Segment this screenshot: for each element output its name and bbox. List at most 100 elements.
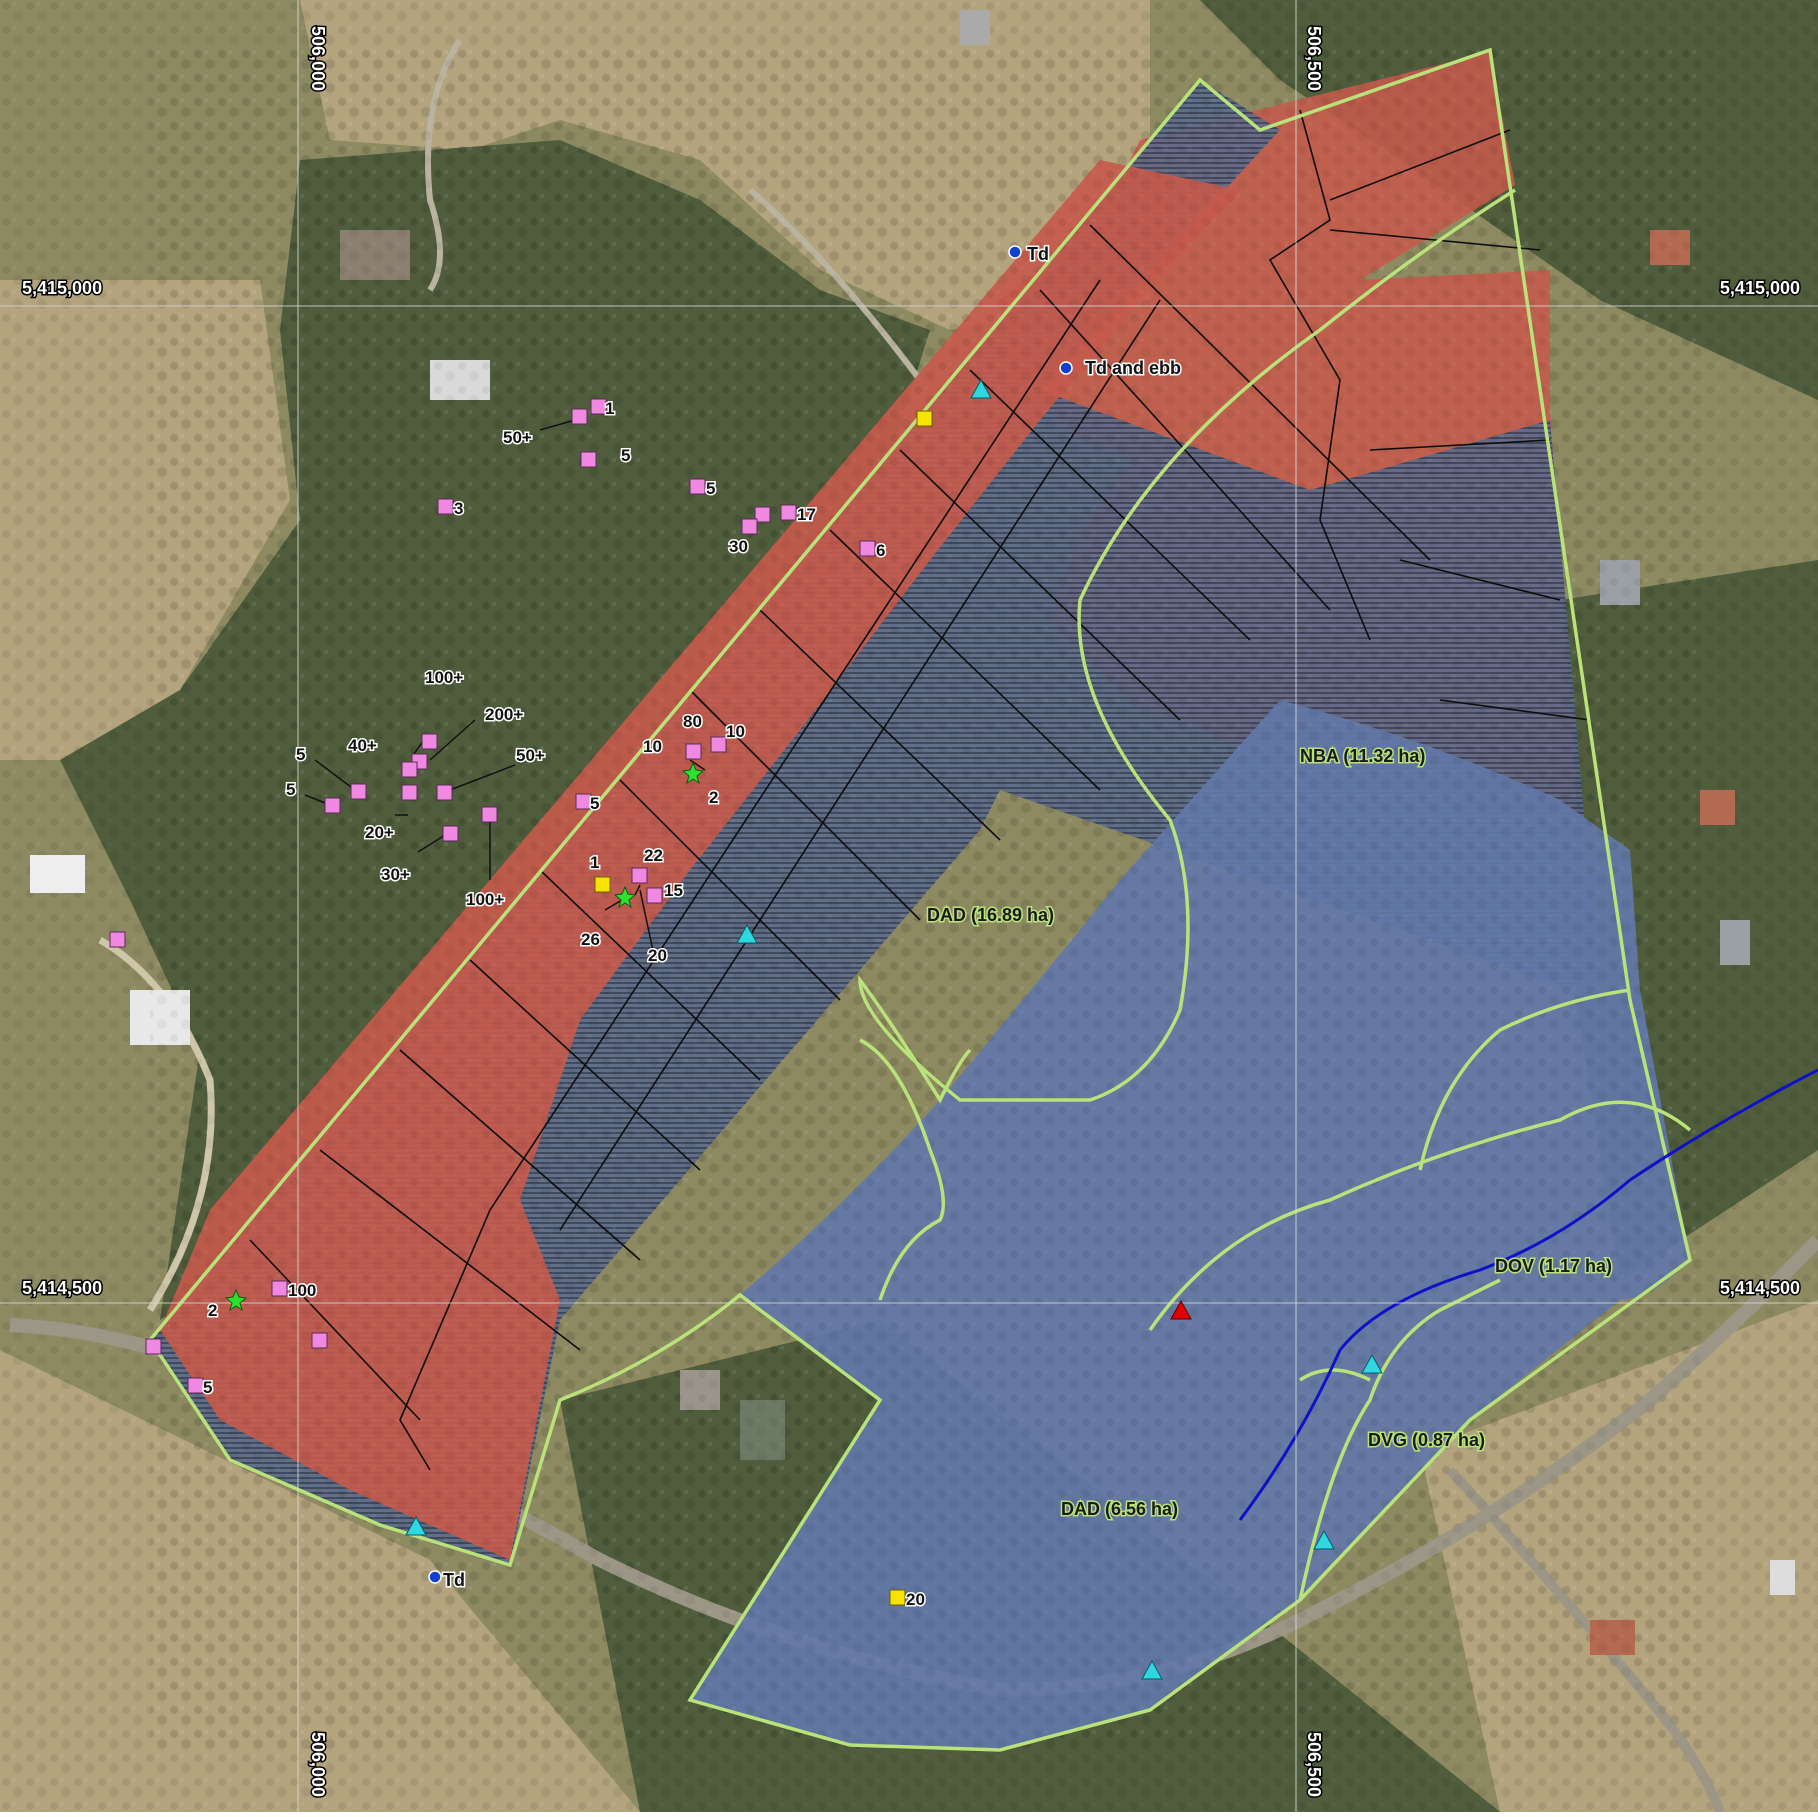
pink-marker[interactable] — [646, 887, 663, 904]
count-label: 5 — [203, 1378, 212, 1397]
pink-marker[interactable] — [271, 1280, 288, 1297]
count-label: 100+ — [466, 890, 504, 909]
zone-texture — [150, 50, 1700, 1750]
count-label: 20+ — [365, 823, 394, 842]
pink-marker[interactable] — [575, 793, 592, 810]
cyan-triangle[interactable] — [1141, 1659, 1163, 1680]
vegetation-unit-label: DAD (6.56 ha) — [1061, 1499, 1178, 1519]
northing-label-lower-right: 5,414,500 — [1720, 1278, 1800, 1298]
blue-dot[interactable] — [428, 1570, 442, 1584]
easting-label-top-right: 506,500 — [1304, 26, 1324, 91]
pink-marker[interactable] — [324, 797, 341, 814]
green-star[interactable] — [613, 885, 637, 909]
count-label: 40+ — [348, 736, 377, 755]
easting-label-bottom-right: 506,500 — [1304, 1732, 1324, 1797]
pink-marker[interactable] — [442, 825, 459, 842]
count-label: 80 — [683, 712, 702, 731]
cyan-triangle[interactable] — [1361, 1353, 1383, 1374]
count-label: 1 — [590, 853, 599, 872]
pink-marker[interactable] — [401, 784, 418, 801]
blue-dots[interactable] — [428, 245, 1073, 1584]
red-triangle[interactable] — [1170, 1299, 1192, 1320]
count-label: 5 — [286, 780, 295, 799]
count-label: 5 — [621, 446, 630, 465]
cyan-triangle[interactable] — [736, 923, 758, 944]
pink-marker[interactable] — [481, 806, 498, 823]
count-label: 20 — [906, 1590, 925, 1609]
count-label: 100 — [288, 1281, 316, 1300]
count-label: 200+ — [485, 705, 523, 724]
green-stars[interactable] — [224, 761, 705, 1312]
building-top — [960, 10, 990, 45]
blue-dot[interactable] — [1059, 361, 1073, 375]
count-label: 30+ — [381, 865, 410, 884]
pink-marker[interactable] — [109, 931, 126, 948]
count-label: 5 — [706, 479, 715, 498]
site-label: Td and ebb — [1085, 358, 1181, 378]
pink-marker[interactable] — [710, 736, 727, 753]
cyan-triangle[interactable] — [1313, 1529, 1335, 1550]
pink-marker[interactable] — [859, 540, 876, 557]
pink-markers[interactable] — [109, 398, 876, 1394]
building-east-2 — [1700, 790, 1735, 825]
pink-marker[interactable] — [437, 498, 454, 515]
pink-marker[interactable] — [401, 761, 418, 778]
northing-label-lower-left: 5,414,500 — [22, 1278, 102, 1298]
cyan-triangle[interactable] — [405, 1515, 427, 1536]
leader-lines — [304, 419, 706, 961]
building-southeast-2 — [1770, 1560, 1795, 1595]
pink-marker[interactable] — [689, 478, 706, 495]
yellow-marker[interactable] — [594, 876, 611, 893]
count-labels: 1 50+ 5 5 3 17 30 6 100+ 200+ 40+ 5 50+ … — [202, 398, 927, 1611]
vegetation-unit-label: NBA (11.32 ha) — [1300, 746, 1425, 766]
count-label: 2 — [709, 788, 718, 807]
cyan-triangles[interactable] — [405, 378, 1383, 1680]
pink-marker[interactable] — [421, 733, 438, 750]
pink-marker[interactable] — [631, 867, 648, 884]
pink-marker[interactable] — [780, 504, 797, 521]
pink-marker[interactable] — [580, 451, 597, 468]
easting-label-bottom-left: 506,000 — [308, 1732, 328, 1797]
count-label: 5 — [590, 794, 599, 813]
yellow-marker[interactable] — [916, 410, 933, 427]
count-label: 30 — [729, 537, 748, 556]
building-east-3 — [1720, 920, 1750, 965]
vegetation-unit-label: DAD (16.89 ha) — [927, 905, 1054, 925]
count-label: 50+ — [516, 746, 545, 765]
green-star[interactable] — [681, 761, 705, 785]
building-west-1 — [30, 855, 85, 893]
count-label: 100+ — [425, 668, 463, 687]
cyan-triangle[interactable] — [970, 378, 992, 399]
blue-dot[interactable] — [1008, 245, 1022, 259]
pink-marker[interactable] — [571, 408, 588, 425]
easting-label-top-left: 506,000 — [308, 26, 328, 91]
yellow-markers[interactable] — [594, 410, 933, 1606]
count-label: 2 — [208, 1301, 217, 1320]
count-label: 6 — [876, 541, 885, 560]
vegetation-unit-label: DVG (0.87 ha) — [1368, 1430, 1485, 1450]
count-label: 15 — [664, 881, 683, 900]
pink-marker[interactable] — [436, 784, 453, 801]
count-label: 17 — [797, 505, 816, 524]
yellow-marker[interactable] — [889, 1589, 906, 1606]
pink-marker[interactable] — [311, 1332, 328, 1349]
count-label: 50+ — [503, 428, 532, 447]
count-label: 22 — [644, 846, 663, 865]
pink-marker[interactable] — [754, 506, 771, 523]
pink-marker[interactable] — [350, 783, 367, 800]
pink-marker[interactable] — [145, 1338, 162, 1355]
count-label: 10 — [726, 722, 745, 741]
pink-marker[interactable] — [741, 518, 758, 535]
vegetation-unit-label: DOV (1.17 ha) — [1495, 1256, 1612, 1276]
pink-marker[interactable] — [187, 1377, 204, 1394]
pink-marker[interactable] — [590, 398, 607, 415]
northing-label-upper-right: 5,415,000 — [1720, 278, 1800, 298]
site-label: Td — [1027, 244, 1049, 264]
site-label: Td — [443, 1570, 465, 1590]
count-label: 10 — [643, 737, 662, 756]
northing-label-upper-left: 5,415,000 — [22, 278, 102, 298]
green-star[interactable] — [224, 1288, 248, 1312]
count-label: 1 — [605, 399, 614, 418]
pink-marker[interactable] — [685, 743, 702, 760]
